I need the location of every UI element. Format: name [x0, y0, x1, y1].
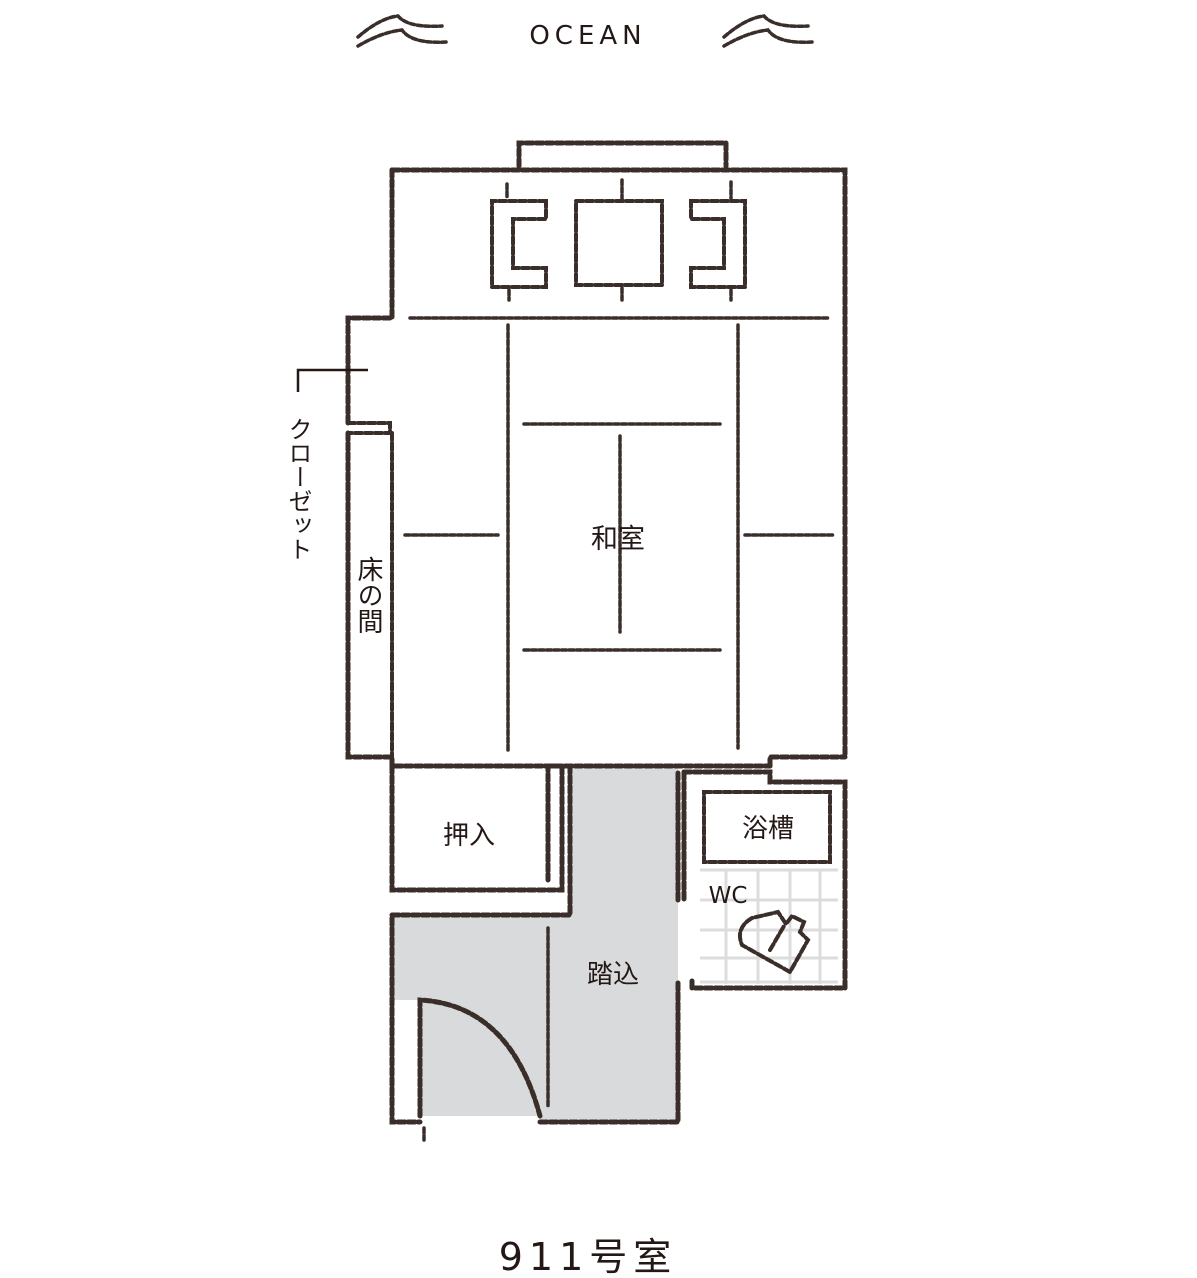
main-room-walls [345, 140, 848, 769]
bath-label: 浴槽 [742, 814, 794, 844]
tokonoma-label: 床の間 [353, 556, 383, 634]
toilet-icon [738, 909, 811, 975]
wave-icon [356, 14, 448, 48]
ocean-label: OCEAN [529, 21, 646, 51]
door-swing-icon [417, 997, 543, 1119]
entrance-floor [392, 765, 678, 1122]
bath-tile-floor [700, 868, 838, 984]
bath-walls [681, 769, 848, 991]
oshiire-walls [389, 763, 565, 893]
wave-icon [722, 14, 814, 48]
oshiire-label: 押入 [443, 821, 495, 851]
wc-label: WC [709, 883, 748, 909]
window-seating [408, 178, 830, 320]
room-number: 911号室 [499, 1235, 678, 1278]
washitsu-label: 和室 [591, 524, 645, 555]
entrance-walls [389, 763, 681, 1142]
fumikomi-label: 踏込 [587, 960, 639, 990]
tatami-lines [403, 323, 837, 754]
closet-label: クローゼット [284, 417, 312, 561]
closet-leader-line [296, 368, 368, 392]
